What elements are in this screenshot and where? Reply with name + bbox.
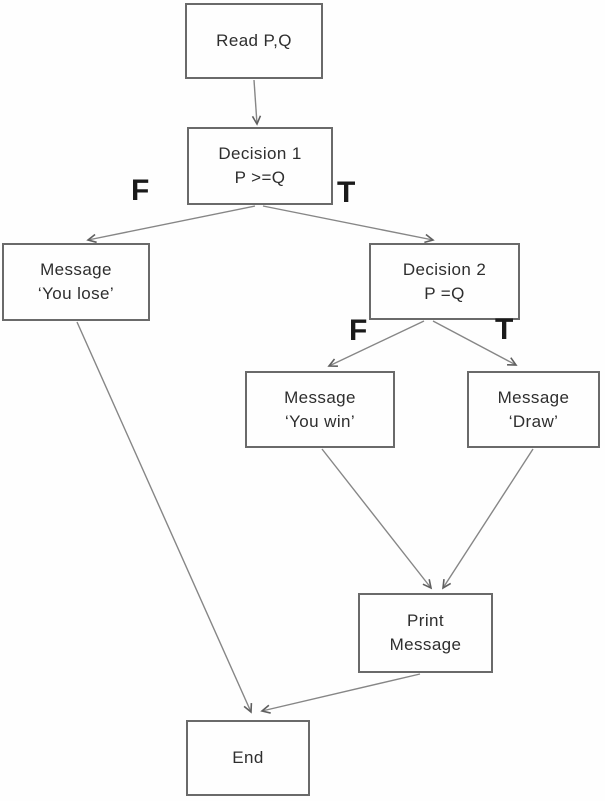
node-decision1: Decision 1 P >=Q	[187, 127, 333, 205]
edge-decision2-false-to-win	[327, 320, 425, 367]
edge-lose-to-end	[76, 321, 253, 714]
node-message-you-lose-text: ‘You lose’	[37, 284, 115, 303]
node-decision2-title: Decision 2	[402, 259, 487, 279]
edge-read-to-decision1	[251, 79, 262, 126]
edge-label-decision2-false: F	[349, 314, 368, 347]
edge-decision1-true-to-decision2	[262, 205, 435, 244]
node-read: Read P,Q	[185, 3, 323, 79]
edge-label-decision1-false: F	[131, 174, 150, 207]
node-message-you-win-text: ‘You win’	[284, 411, 356, 431]
node-end: End	[186, 720, 310, 796]
node-decision1-condition: P >=Q	[234, 168, 286, 187]
node-message-draw-text: ‘Draw’	[508, 411, 559, 431]
node-decision1-title: Decision 1	[218, 144, 302, 164]
node-message-you-lose: Message ‘You lose’	[2, 243, 150, 321]
edge-label-decision1-true: T	[337, 176, 356, 209]
node-print-message-line1: Print	[407, 611, 444, 631]
node-message-you-win-title: Message	[284, 387, 356, 407]
edge-draw-to-print	[442, 448, 534, 590]
edge-decision1-false-to-lose	[86, 205, 256, 244]
node-decision2-condition: P =Q	[424, 283, 465, 303]
node-decision2: Decision 2 P =Q	[369, 243, 520, 320]
node-read-label: Read P,Q	[216, 31, 292, 51]
node-print-message: Print Message	[358, 593, 493, 673]
edge-decision2-true-to-draw	[432, 320, 518, 366]
node-message-you-win: Message ‘You win’	[245, 371, 395, 448]
node-print-message-line2: Message	[389, 635, 462, 654]
edge-win-to-print	[321, 448, 433, 590]
node-message-draw: Message ‘Draw’	[467, 371, 600, 448]
node-message-you-lose-title: Message	[40, 260, 112, 280]
node-message-draw-title: Message	[497, 387, 570, 407]
node-end-label: End	[232, 748, 264, 768]
edge-print-to-end	[260, 673, 421, 714]
edge-label-decision2-true: T	[495, 313, 514, 346]
